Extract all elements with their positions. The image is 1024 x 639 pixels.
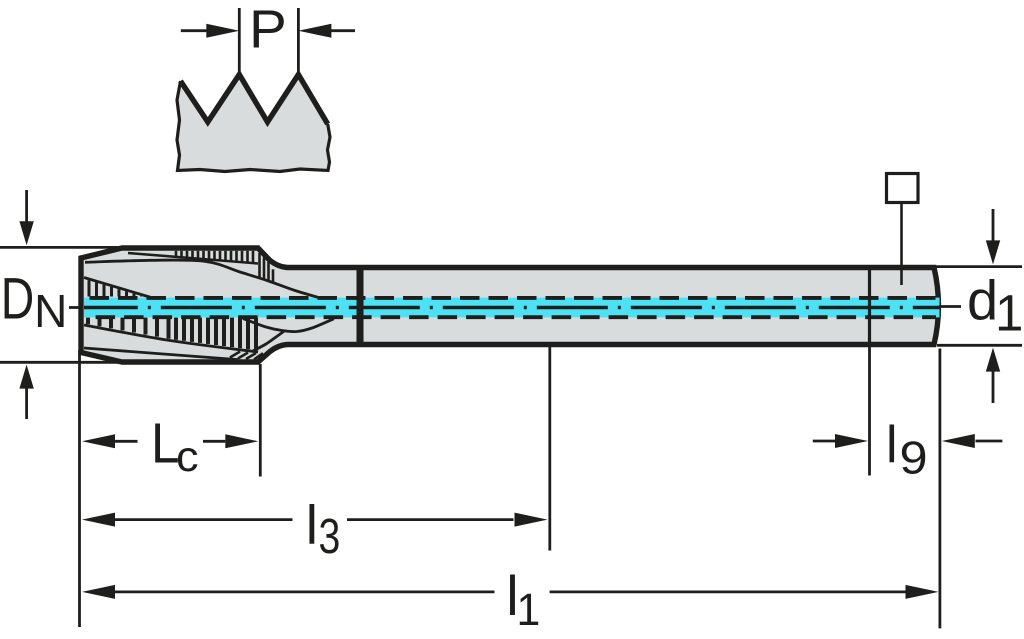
svg-text:d: d xyxy=(967,269,998,332)
svg-text:P: P xyxy=(249,0,287,59)
svg-text:1: 1 xyxy=(995,285,1023,342)
svg-text:1: 1 xyxy=(517,585,541,635)
svg-text:l: l xyxy=(306,494,318,556)
svg-text:l: l xyxy=(886,416,898,474)
svg-text:D: D xyxy=(1,267,35,332)
svg-text:3: 3 xyxy=(319,510,341,564)
svg-text:N: N xyxy=(34,285,67,337)
svg-text:l: l xyxy=(506,564,518,627)
svg-text:9: 9 xyxy=(900,433,928,484)
svg-text:c: c xyxy=(176,433,199,481)
svg-text:L: L xyxy=(151,412,180,475)
